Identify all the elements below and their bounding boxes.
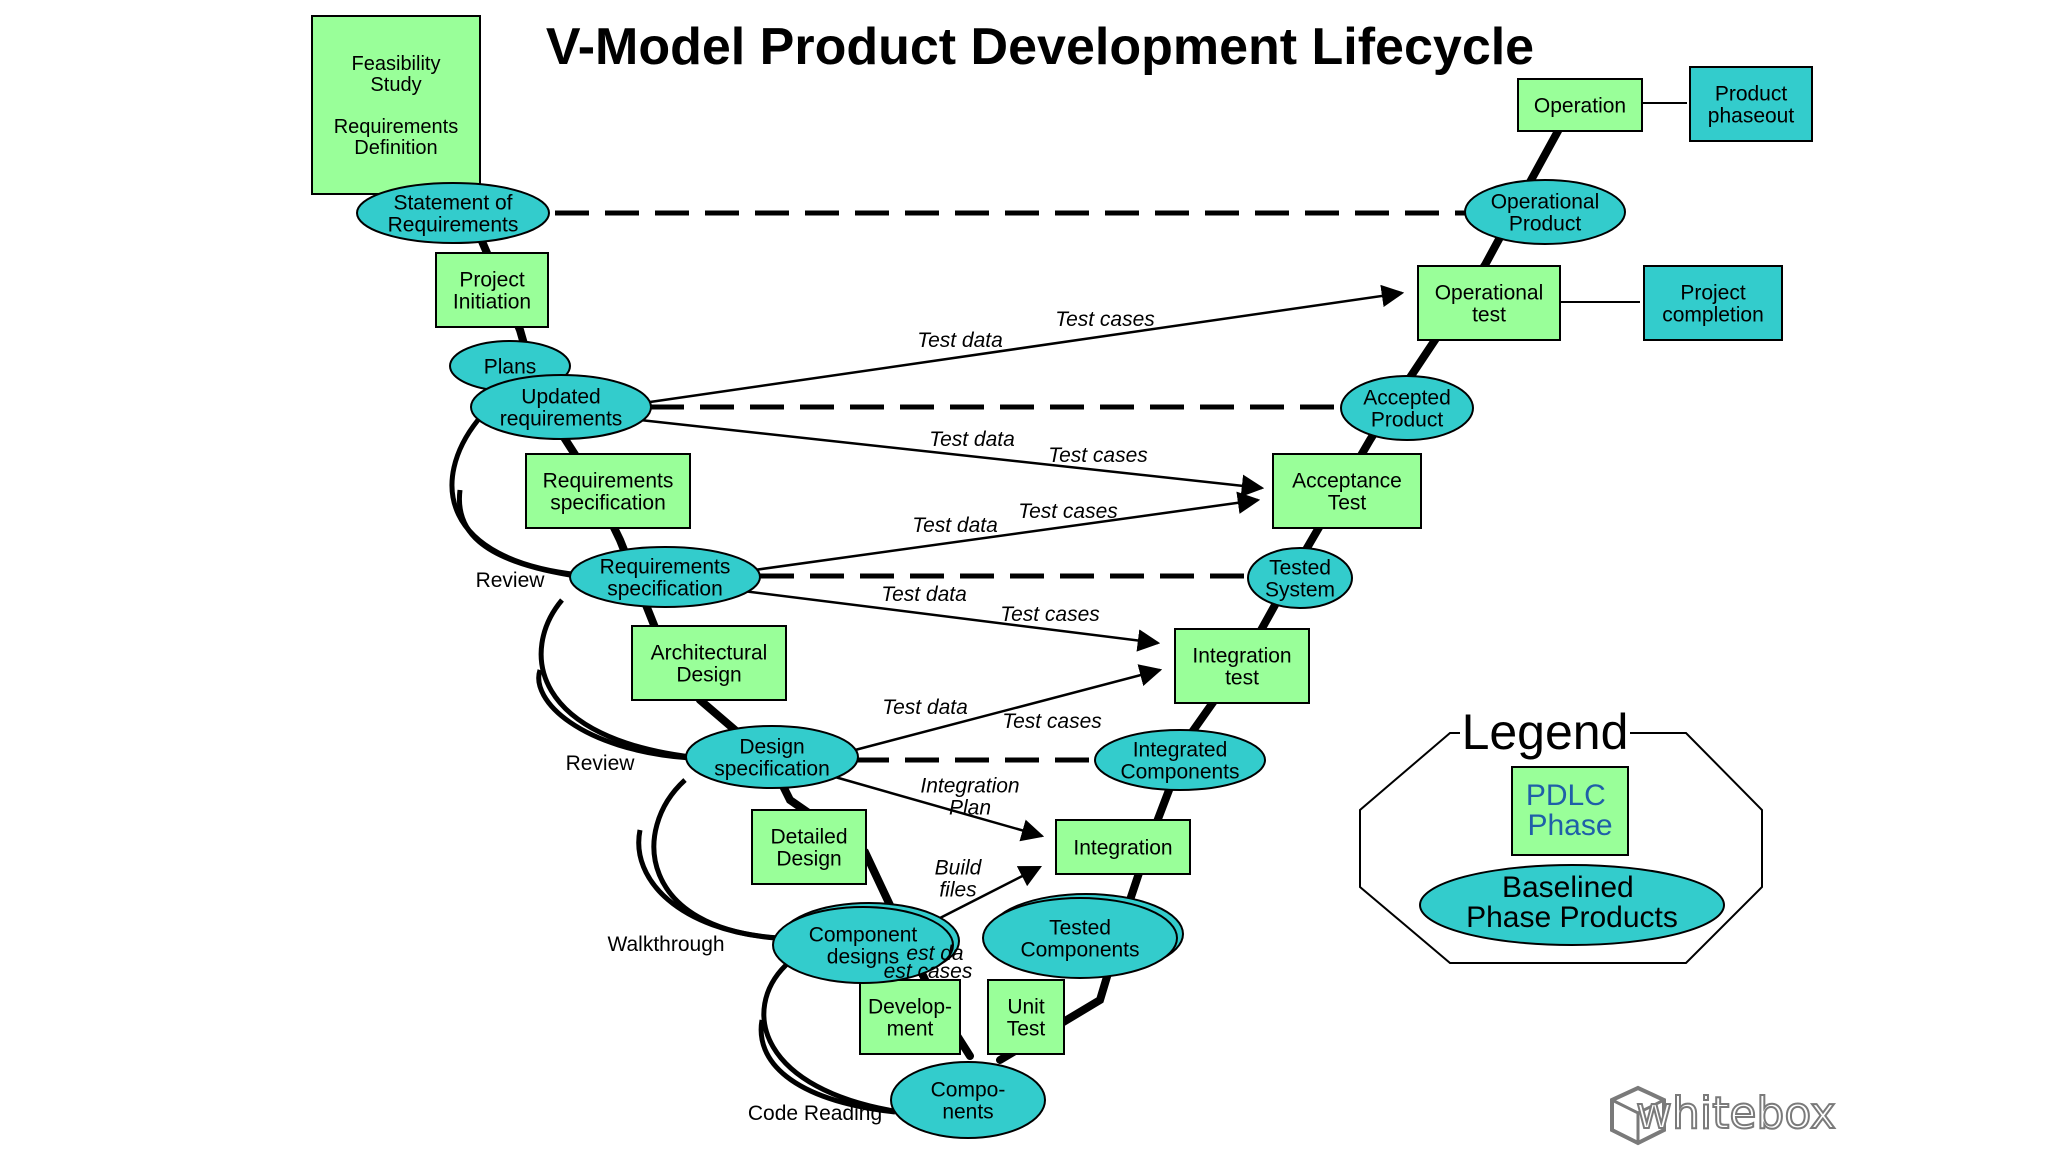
review-curves [449,418,901,1115]
phase-box-architectural-design [631,625,787,701]
phase-box-acceptance-test [1272,453,1422,529]
review-label: Walkthrough [607,933,724,956]
phase-box-unit-test [987,979,1065,1055]
phase-box-operation [1517,78,1643,132]
product-statement-of-requirements [356,182,550,244]
product-label-plans: Plans [484,355,537,378]
phase-label-operation: Operation [1534,94,1626,117]
legend-phase-label: PDLC Phase [1526,779,1614,842]
review-label: Code Reading [748,1102,882,1125]
annotation-test-cases: Test cases [1002,710,1102,733]
annotation-test-cases: Test cases [1048,444,1148,467]
whitebox-logo: whitebox [1610,1085,1837,1146]
cube-icon [1610,1085,1666,1146]
legend-product-swatch [1419,864,1725,946]
product-design-specification [685,725,859,789]
product-integrated-components [1094,729,1266,791]
annotation-test-data: Test data [917,329,1003,352]
annotation-test-cases: Test cases [1018,500,1118,523]
annotation-test-cases: Test cases [1000,603,1100,626]
side-box-product-phaseout [1689,66,1813,142]
product-requirements-spec-product [569,546,761,608]
test-arrows [639,284,1405,920]
review-label: Review [476,569,546,592]
legend-title: Legend [1462,704,1629,760]
product-updated-requirements [470,374,652,440]
product-operational-product [1464,179,1626,245]
phase-label-integration: Integration [1073,836,1172,859]
phase-box-project-initiation [435,252,549,328]
phase-box-integration [1055,819,1191,875]
annotation-test-cases-partial: est cases [884,960,973,983]
annotation-test-cases: Test cases [1055,308,1155,331]
phase-box-integration-test [1174,628,1310,704]
logo-text: whitebox [1636,1088,1836,1139]
annotation-test-data-partial: est da [906,942,963,965]
product-component-designs [772,906,954,984]
phase-label-development: Develop-ment [868,995,952,1040]
product-components [890,1061,1046,1139]
phase-box-detailed-design [751,809,867,885]
product-accepted-product [1340,375,1474,441]
phase-box-operational-test [1417,265,1561,341]
product-tested-system [1247,547,1353,609]
legend: Legend PDLC Phase Baselined Phase Produc… [1359,704,1763,964]
phase-box-feasibility [311,15,481,195]
annotation-test-data: Test data [912,514,998,537]
phase-box-development [859,979,961,1055]
side-box-project-completion [1643,265,1783,341]
annotation-test-data: Test data [929,428,1015,451]
side-connectors [1560,102,1687,303]
page-title: V-Model Product Development Lifecycle [546,18,1534,76]
legend-product-label: Baselined Phase Products [1466,871,1678,934]
phase-box-requirements-spec-phase [525,453,691,529]
dashed-links [555,210,1470,763]
product-label-components: Compo-nents [931,1078,1006,1123]
legend-phase-swatch [1511,766,1629,856]
annotation-test-data: Test data [882,696,968,719]
annotation-test-data: Test data [881,583,967,606]
review-label: Review [566,752,636,775]
product-tested-components [982,897,1178,979]
